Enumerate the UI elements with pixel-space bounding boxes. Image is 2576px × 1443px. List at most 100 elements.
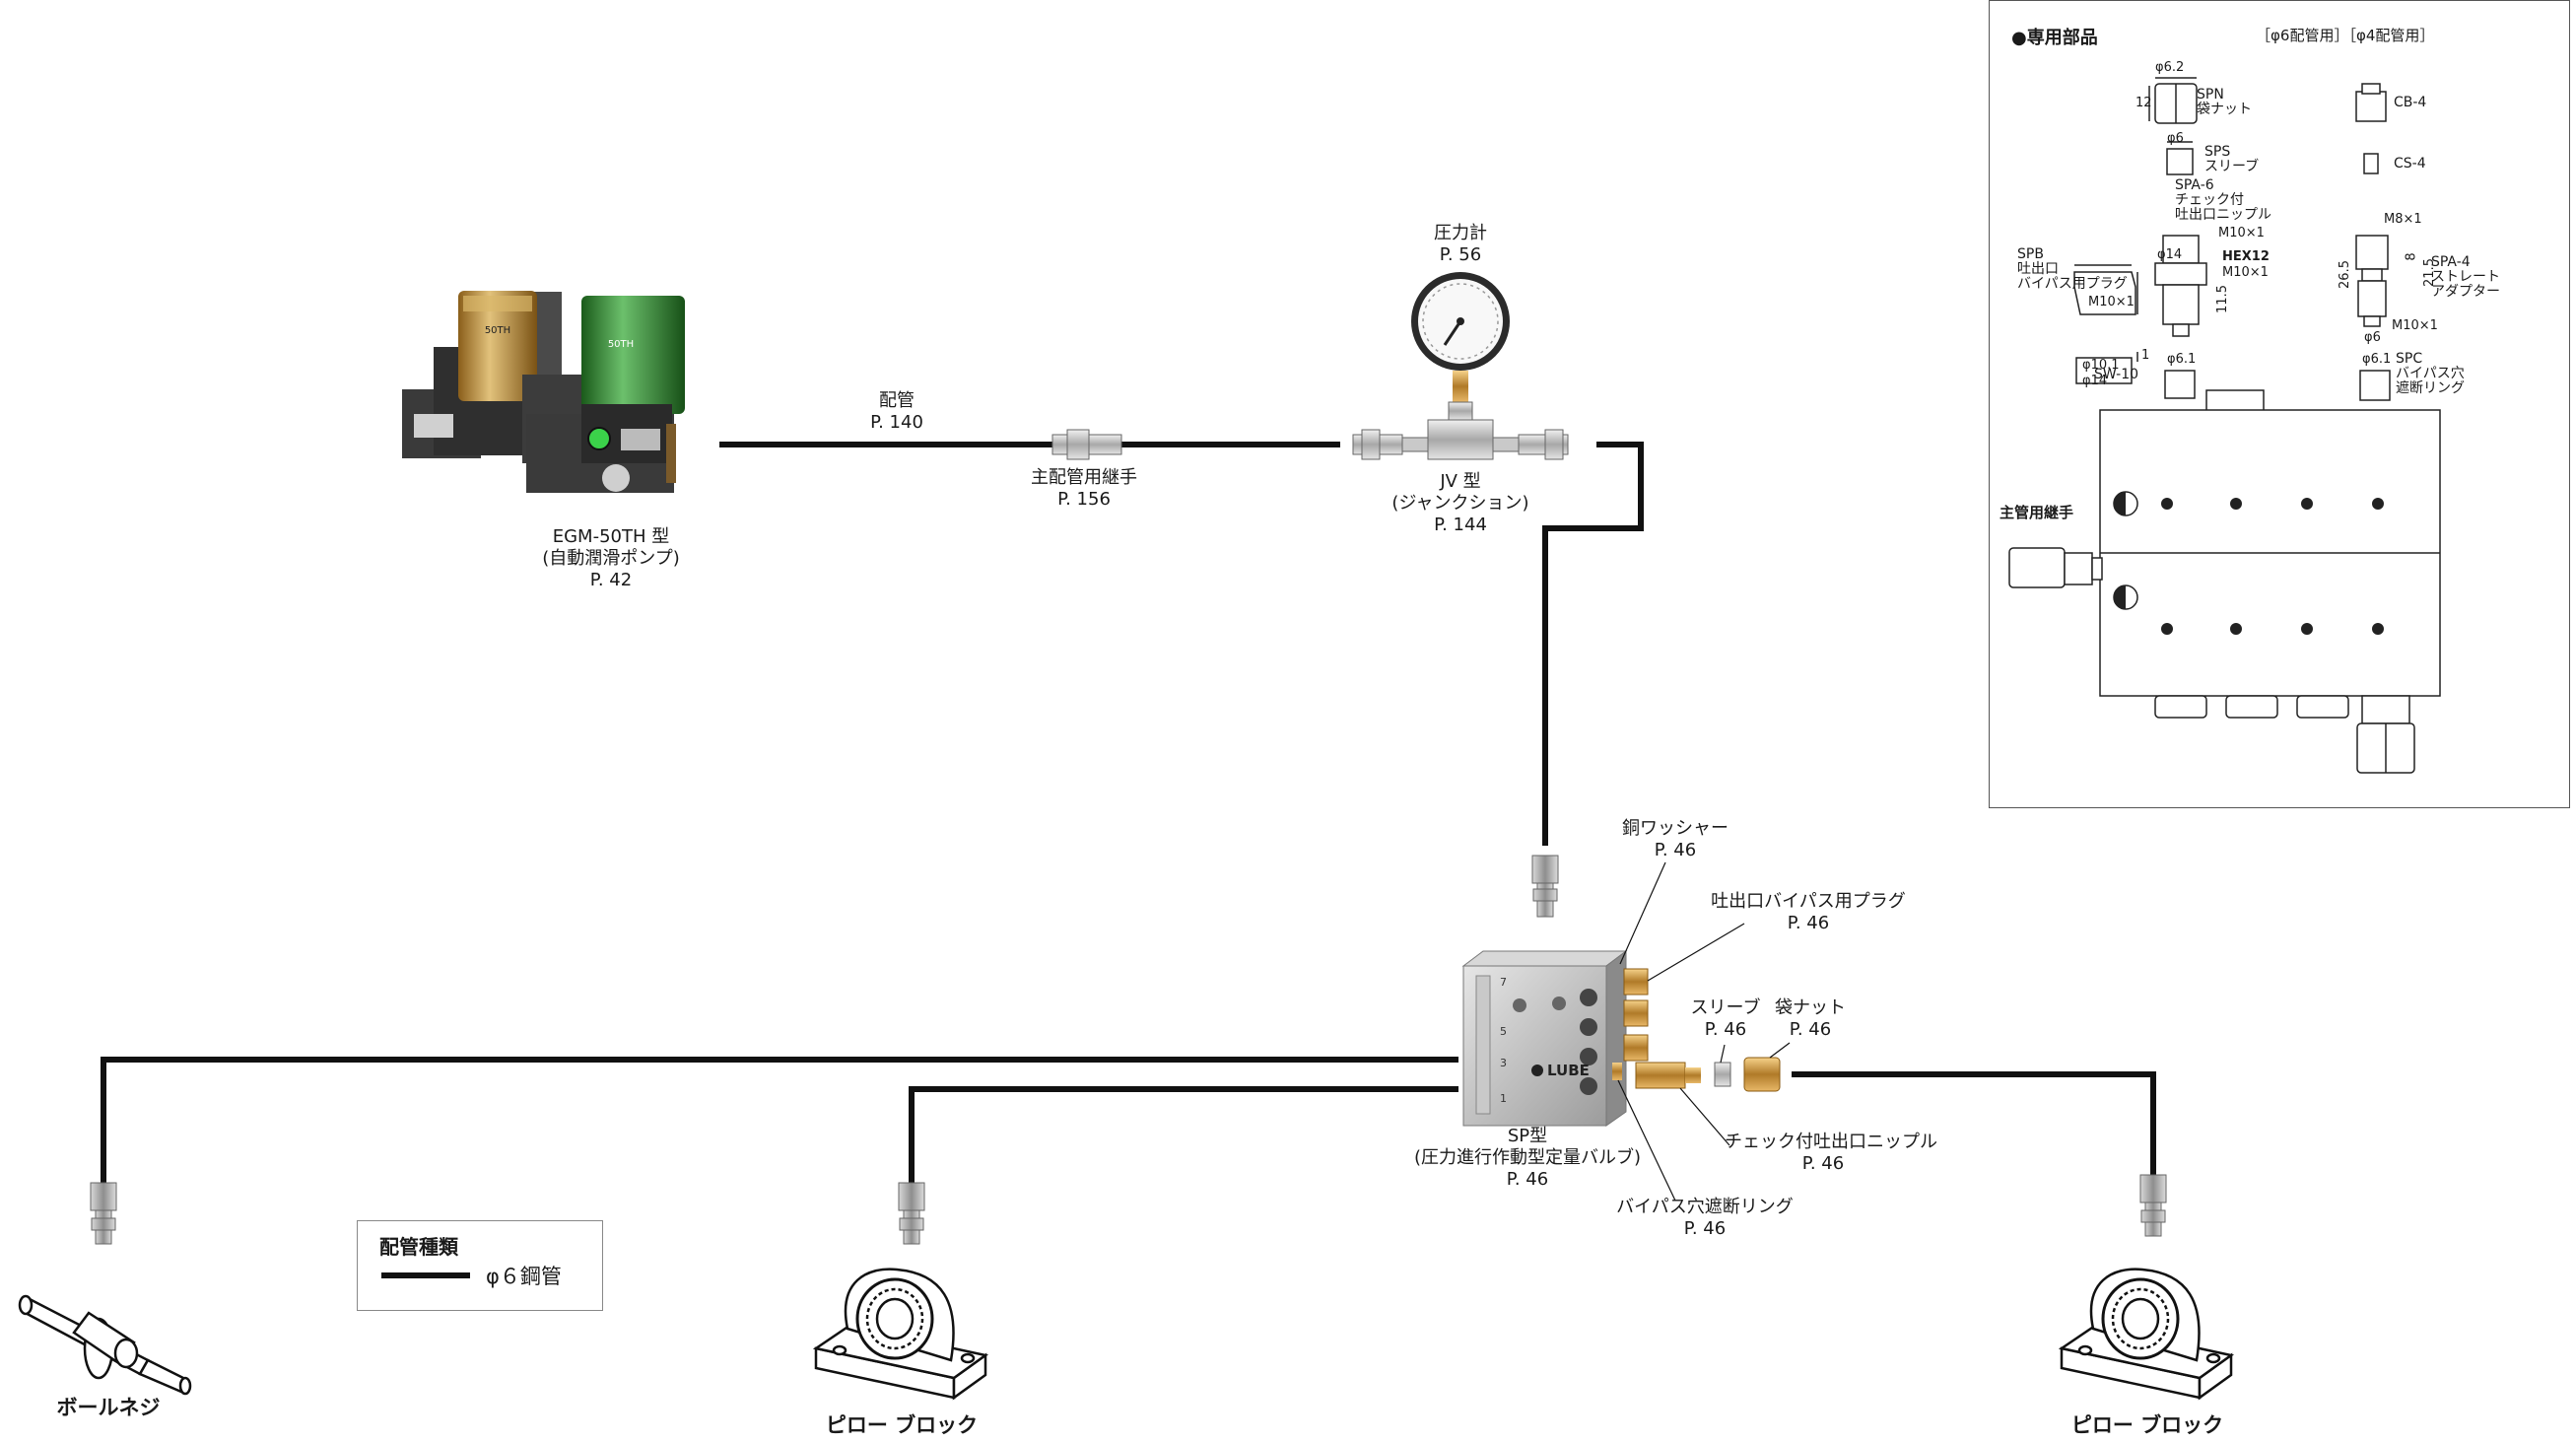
spa6-m10-bottom: M10×1 [2222,265,2269,280]
sleeve-page: P. 46 [1704,1019,1747,1040]
spn-desc: 袋ナット [2197,102,2252,117]
spa4-thread: M10×1 [2392,318,2438,333]
sp-brand-logo: LUBE [1547,1062,1590,1079]
sp-port-number-1: 1 [1500,1092,1507,1105]
spb-height: 11.5 [2214,285,2230,313]
legend-item: φ６鋼管 [486,1265,562,1288]
check-nipple-label: チェック付吐出口ニップル P. 46 [1725,1132,1937,1175]
spc-desc-2: 遮断リング [2396,380,2465,396]
spa4-diameter: φ6 [2364,330,2381,345]
cs4-label: CS-4 [2394,156,2426,172]
inset-title: ●専用部品 [2011,28,2098,48]
inset-main-joint-label: 主管用継手 [2000,504,2074,521]
bypass-ring-label: バイパス穴遮断リング P. 46 [1596,1197,1813,1240]
sp-valve-block: LUBE 7 5 3 1 [1461,950,1628,1127]
spb-code: SPB [2017,246,2044,262]
sleeve-name: スリーブ [1690,997,1761,1018]
main-joint-label: 主配管用継手 P. 156 [1015,467,1153,511]
bypass-plug-label: 吐出口バイパス用プラグ P. 46 [1695,891,1922,934]
legend-title: 配管種類 [379,1235,458,1259]
spa4-m8: M8×1 [2384,212,2422,227]
copper-washer-page: P. 46 [1654,840,1697,860]
nipple-fitting-pillow-2 [2139,1174,2167,1237]
pump-page: P. 42 [589,570,633,590]
nipple-fitting-ballscrew [90,1182,117,1245]
sw10-label: SW-10 [2094,367,2139,382]
pump-badge-1: 50TH [485,325,510,336]
gauge-page: P. 56 [1439,244,1482,265]
spn-diameter: φ6.2 [2155,60,2185,75]
dedicated-parts-panel: ●専用部品 ［φ6配管用］［φ4配管用］ SPN 袋ナット φ6.2 12 CB… [1989,0,2570,808]
spa4-8: 8 [2404,252,2419,261]
pressure-gauge [1411,272,1510,402]
spb-desc-1: 吐出口 [2017,261,2059,277]
sp-outlet-fittings [1612,968,1781,1092]
pump-label: EGM-50TH 型 (自動潤滑ポンプ) P. 42 [537,526,685,591]
bypass-plug-name: 吐出口バイパス用プラグ [1711,891,1906,912]
sp-page: P. 46 [1506,1169,1549,1190]
leader-lines [1617,861,1791,1202]
sp-port-number-7: 7 [1500,976,1507,989]
bypass-ring-name: バイパス穴遮断リング [1616,1197,1794,1217]
sp-inlet-fitting [1531,855,1559,918]
jv-desc: (ジャンクション) [1391,493,1529,514]
nipple-fitting-pillow-1 [898,1182,925,1245]
sw10-thickness: 1 [2141,348,2150,363]
legend-line-swatch [381,1272,470,1278]
pump-desc: (自動潤滑ポンプ) [542,548,680,569]
spn-label: SPN 袋ナット [2197,88,2252,117]
spb-diameter: φ14 [2157,247,2183,262]
spc-label: SPC バイパス穴 遮断リング [2396,352,2465,396]
spc-desc-1: バイパス穴 [2396,366,2465,381]
spb-label: SPB 吐出口 バイパス用プラグ [2017,247,2128,292]
pipe-legend: 配管種類 φ６鋼管 [357,1220,603,1311]
pump-badge-2: 50TH [608,339,634,350]
spc-code: SPC [2396,351,2423,367]
pillow-block-1 [812,1268,989,1401]
spa6-m10-top: M10×1 [2218,226,2265,240]
bypass-ring-page: P. 46 [1683,1218,1727,1239]
sp-desc: (圧力進行作動型定量バルブ) [1414,1147,1642,1168]
nut-page: P. 46 [1789,1019,1832,1040]
spc-diameter-1: φ6.1 [2167,352,2197,367]
main-joint-page: P. 156 [1057,489,1111,510]
spa6-length: 26.5 [2337,260,2352,289]
copper-washer-label: 銅ワッシャー P. 46 [1606,818,1744,861]
pipe-page: P. 140 [870,412,923,433]
ball-screw-label: ボールネジ [56,1396,161,1419]
pillow-block-1-label: ピロー ブロック [825,1413,979,1437]
sps-code: SPS [2204,144,2231,160]
sps-label: SPS スリーブ [2204,145,2259,174]
spa4-21-5: 21.5 [2421,258,2437,287]
sw10-inner: φ10.1 [2082,358,2120,373]
pipe-name: 配管 [879,390,915,411]
pump-unit: 50TH 50TH [402,291,685,493]
sp-label: SP型 (圧力進行作動型定量バルブ) P. 46 [1414,1126,1641,1191]
nut-label: 袋ナット P. 46 [1766,997,1855,1041]
gauge-label: 圧力計 P. 56 [1411,223,1510,266]
jv-page: P. 144 [1434,515,1487,535]
sleeve-label: スリーブ P. 46 [1681,997,1770,1041]
spa4-desc-1: ストレート [2431,269,2500,285]
spa4-label: SPA-4 ストレート アダプター [2431,255,2500,300]
copper-washer-name: 銅ワッシャー [1622,818,1729,839]
steel-pipe-lines [101,442,2156,1188]
pipe-label: 配管 P. 140 [847,390,946,434]
bypass-plug-page: P. 46 [1787,913,1830,933]
pump-name: EGM-50TH 型 [552,526,670,547]
check-nipple-name: チェック付吐出口ニップル [1725,1132,1937,1152]
spa6-hex12: HEX12 [2222,249,2270,264]
sp-port-number-5: 5 [1500,1025,1507,1038]
spa6-label: SPA-6 チェック付 吐出口ニップル [2175,178,2271,223]
sps-desc: スリーブ [2204,159,2260,174]
check-nipple-page: P. 46 [1801,1153,1845,1174]
jv-label: JV 型 (ジャンクション) P. 144 [1391,471,1529,536]
jv-name: JV 型 [1440,471,1481,492]
sps-diameter: φ6 [2167,131,2184,146]
spa4-code: SPA-4 [2431,254,2471,270]
spa6-desc-2: 吐出口ニップル [2175,207,2271,223]
ball-screw [18,1294,192,1396]
main-pipe-joint-fitting [1051,429,1122,460]
inset-column-heads: ［φ6配管用］［φ4配管用］ [2256,27,2435,44]
